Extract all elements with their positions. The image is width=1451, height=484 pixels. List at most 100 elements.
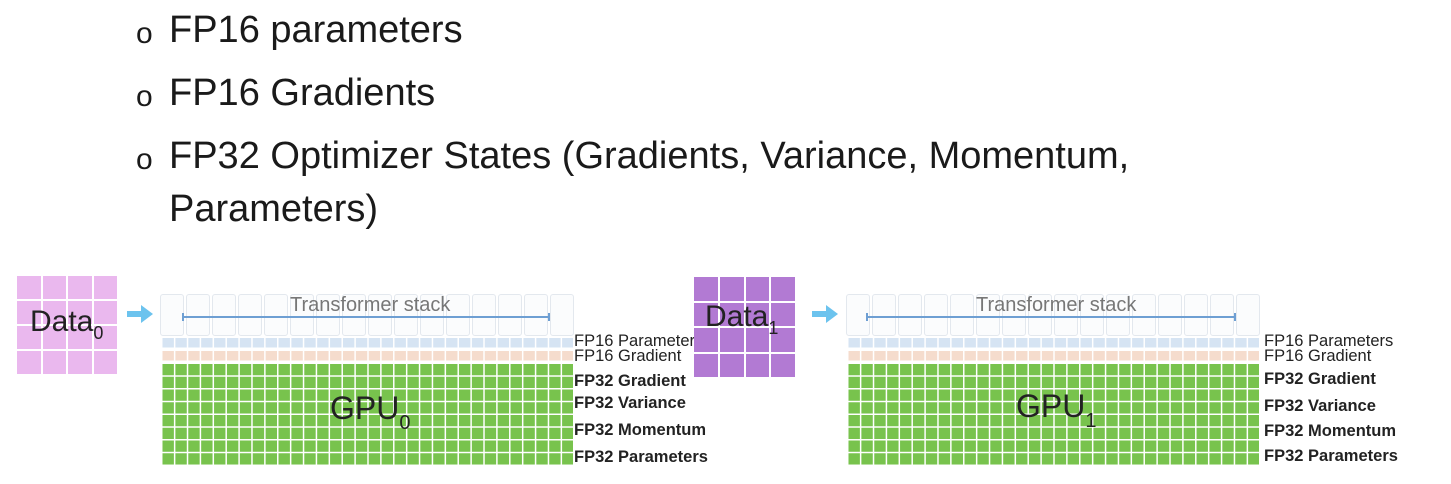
transformer-layer-cell <box>1054 294 1078 336</box>
data-grid-cell <box>17 326 41 349</box>
legend-fp32-parameters: FP32 Parameters <box>1264 447 1398 465</box>
transformer-layer-cell <box>1106 294 1130 336</box>
transformer-layer-cell <box>498 294 522 336</box>
transformer-layer-cell <box>160 294 184 336</box>
transformer-layer-cell <box>290 294 314 336</box>
data-grid-cell <box>745 328 770 352</box>
data-grid-cell <box>719 328 744 352</box>
data-grid-cell <box>68 326 92 349</box>
data-grid-cell <box>68 301 92 324</box>
transformer-layer-cell <box>950 294 974 336</box>
bullet-mark: o <box>136 143 153 176</box>
transformer-layer-cell <box>976 294 1000 336</box>
data-grid-cell <box>745 277 770 301</box>
data-0-block <box>17 276 117 374</box>
legend-fp16-gradient: FP16 Gradient <box>1264 347 1372 365</box>
transformer-layer-cell <box>524 294 548 336</box>
legend-fp32-variance: FP32 Variance <box>1264 397 1376 415</box>
transformer-layer-cell <box>394 294 418 336</box>
legend-fp32-parameters: FP32 Parameters <box>574 448 708 466</box>
data-grid-cell <box>771 353 795 377</box>
data-grid-cell <box>694 353 718 377</box>
legend-fp16-gradient: FP16 Gradient <box>574 347 682 365</box>
fp32-states-block-0 <box>161 364 573 466</box>
transformer-layer-cell <box>446 294 470 336</box>
transformer-layer-cell <box>924 294 948 336</box>
transformer-stack-label: Transformer stack <box>290 294 451 316</box>
data-grid-cell <box>719 353 744 377</box>
data-label-text: Data <box>30 305 94 338</box>
gpu-label-subscript: 0 <box>399 412 411 434</box>
bullet-mark: o <box>136 80 153 113</box>
data-grid-cell <box>694 328 718 352</box>
fp16-parameters-band-0 <box>161 338 573 349</box>
data-grid-cell <box>694 302 718 326</box>
data-1-block <box>694 277 795 377</box>
data-grid-cell <box>694 277 718 301</box>
legend-fp32-momentum: FP32 Momentum <box>574 421 707 439</box>
data-0-label: Data0 <box>30 305 103 344</box>
legend-fp32-gradient: FP32 Gradient <box>574 372 686 390</box>
transformer-layer-cell <box>1158 294 1182 336</box>
data-label-subscript: 1 <box>768 318 779 338</box>
data-grid-cell <box>17 301 41 324</box>
transformer-layer-cell <box>316 294 340 336</box>
fp16-gradient-band-1 <box>847 351 1259 362</box>
data-grid-cell <box>93 301 117 324</box>
data-grid-cell <box>771 302 795 326</box>
data-label-text: Data <box>705 300 769 333</box>
transformer-layer-cell <box>212 294 236 336</box>
data-grid-cell <box>42 326 66 349</box>
transformer-stack-1 <box>846 294 1260 336</box>
transformer-layer-cell <box>898 294 922 336</box>
bullet-text: Parameters) <box>169 188 379 230</box>
bullet-text: FP16 Gradients <box>169 72 436 114</box>
transformer-stack-line-0 <box>182 313 550 321</box>
transformer-layer-cell <box>368 294 392 336</box>
arrow-right-icon <box>127 305 153 323</box>
transformer-layer-cell <box>186 294 210 336</box>
transformer-layer-cell <box>1002 294 1026 336</box>
transformer-layer-cell <box>872 294 896 336</box>
legend-fp16-parameters: FP16 Parameters <box>574 332 704 350</box>
data-grid-cell <box>42 276 66 299</box>
arrow-right-icon <box>812 305 838 323</box>
legend-fp32-gradient: FP32 Gradient <box>1264 370 1376 388</box>
data-grid-cell <box>745 302 770 326</box>
data-grid-cell <box>42 351 66 374</box>
legend-fp32-variance: FP32 Variance <box>574 394 686 412</box>
transformer-layer-cell <box>238 294 262 336</box>
data-grid-cell <box>17 276 41 299</box>
gpu-label-text: GPU <box>330 390 400 426</box>
data-grid-cell <box>42 301 66 324</box>
transformer-layer-cell <box>1028 294 1052 336</box>
data-grid-cell <box>719 277 744 301</box>
transformer-stack-line-1 <box>866 313 1236 321</box>
data-grid-cell <box>719 302 744 326</box>
data-grid-cell <box>68 276 92 299</box>
transformer-layer-cell <box>1132 294 1156 336</box>
fp16-gradient-band-0 <box>161 351 573 362</box>
transformer-stack-label: Transformer stack <box>976 294 1137 316</box>
fp32-states-block-1 <box>847 364 1259 466</box>
data-grid-cell <box>93 326 117 349</box>
data-1-label: Data1 <box>705 300 778 339</box>
data-grid-cell <box>771 328 795 352</box>
bullet-mark: o <box>136 17 153 50</box>
transformer-layer-cell <box>472 294 496 336</box>
bullet-text: FP16 parameters <box>169 9 463 51</box>
transformer-layer-cell <box>1184 294 1208 336</box>
gpu-label-subscript: 1 <box>1085 410 1097 432</box>
transformer-layer-cell <box>264 294 288 336</box>
legend-fp16-parameters: FP16 Parameters <box>1264 332 1394 350</box>
transformer-layer-cell <box>1210 294 1234 336</box>
data-label-subscript: 0 <box>93 323 104 343</box>
transformer-stack-0 <box>160 294 574 336</box>
data-grid-cell <box>93 351 117 374</box>
transformer-layer-cell <box>420 294 444 336</box>
transformer-layer-cell <box>1236 294 1260 336</box>
data-grid-cell <box>93 276 117 299</box>
legend-fp32-momentum: FP32 Momentum <box>1264 422 1397 440</box>
transformer-layer-cell <box>550 294 574 336</box>
fp16-parameters-band-1 <box>847 338 1259 349</box>
